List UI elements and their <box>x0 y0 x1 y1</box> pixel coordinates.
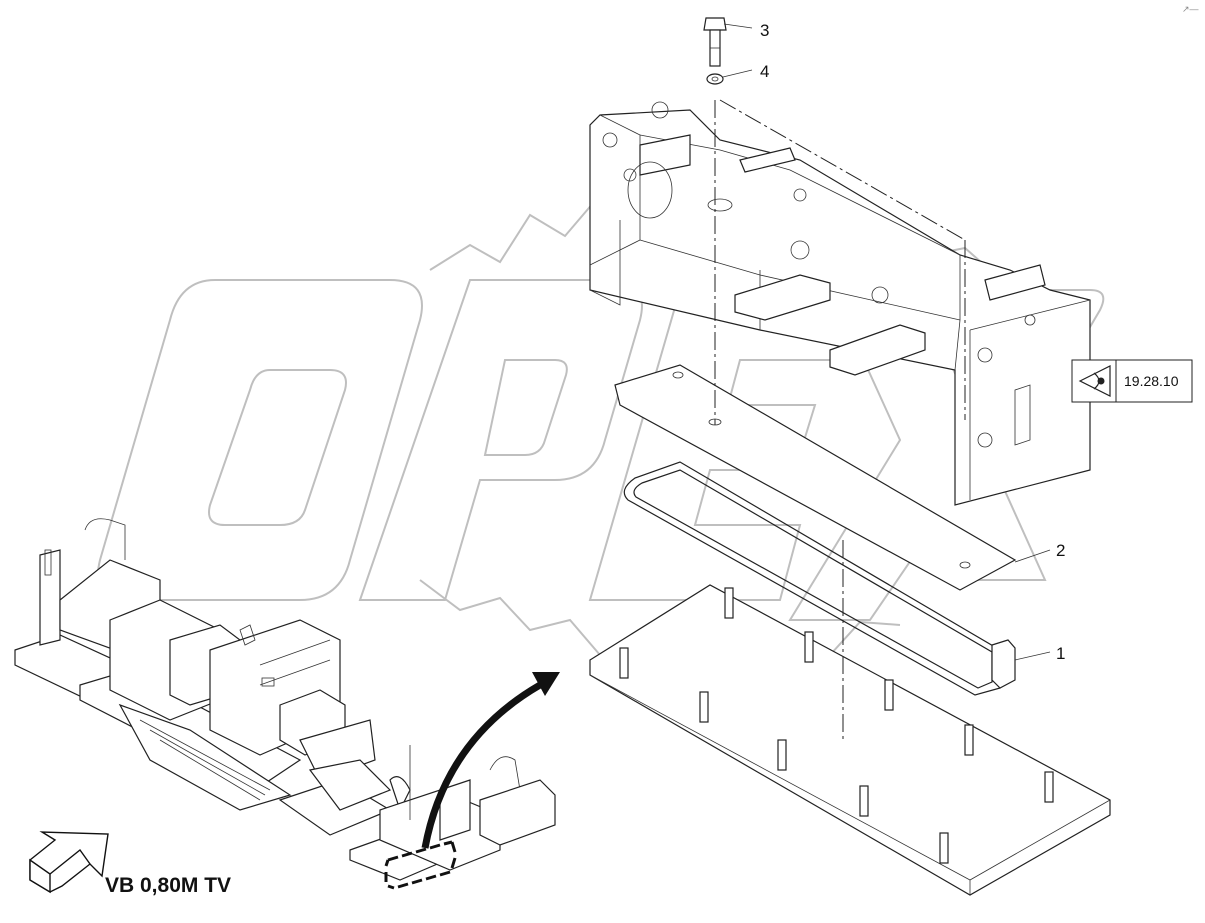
center-lines <box>714 99 966 740</box>
watermark-letter-p <box>358 279 643 601</box>
callout-number: 1 <box>1056 644 1065 663</box>
callout-number: 2 <box>1056 541 1065 560</box>
seal-ring <box>623 461 1016 696</box>
highlight-region <box>384 840 457 890</box>
callout-3: 3 <box>760 21 769 40</box>
base-plate <box>589 584 1111 896</box>
frame-bracket <box>589 101 1091 506</box>
bolt <box>703 17 727 67</box>
reference-number: 19.28.10 <box>1124 373 1179 389</box>
direction-arrow-icon <box>29 831 109 894</box>
callout-4: 4 <box>760 62 769 81</box>
washer <box>706 73 724 85</box>
callout-2: 2 <box>1056 541 1065 560</box>
curved-arrow <box>421 672 560 849</box>
corner-mark: ↗— <box>1182 4 1199 14</box>
watermark-letter-o <box>97 279 423 601</box>
stud-group <box>619 587 1054 864</box>
callout-number: 4 <box>760 62 769 81</box>
callout-number: 3 <box>760 21 769 40</box>
callout-1: 1 <box>1056 644 1065 663</box>
reference-box[interactable]: 19.28.10 <box>1071 359 1193 403</box>
callout-leaders <box>722 23 1051 661</box>
model-label: VB 0,80M TV <box>105 874 231 897</box>
eye-view-icon <box>1078 365 1111 397</box>
machine-overview <box>14 518 556 890</box>
